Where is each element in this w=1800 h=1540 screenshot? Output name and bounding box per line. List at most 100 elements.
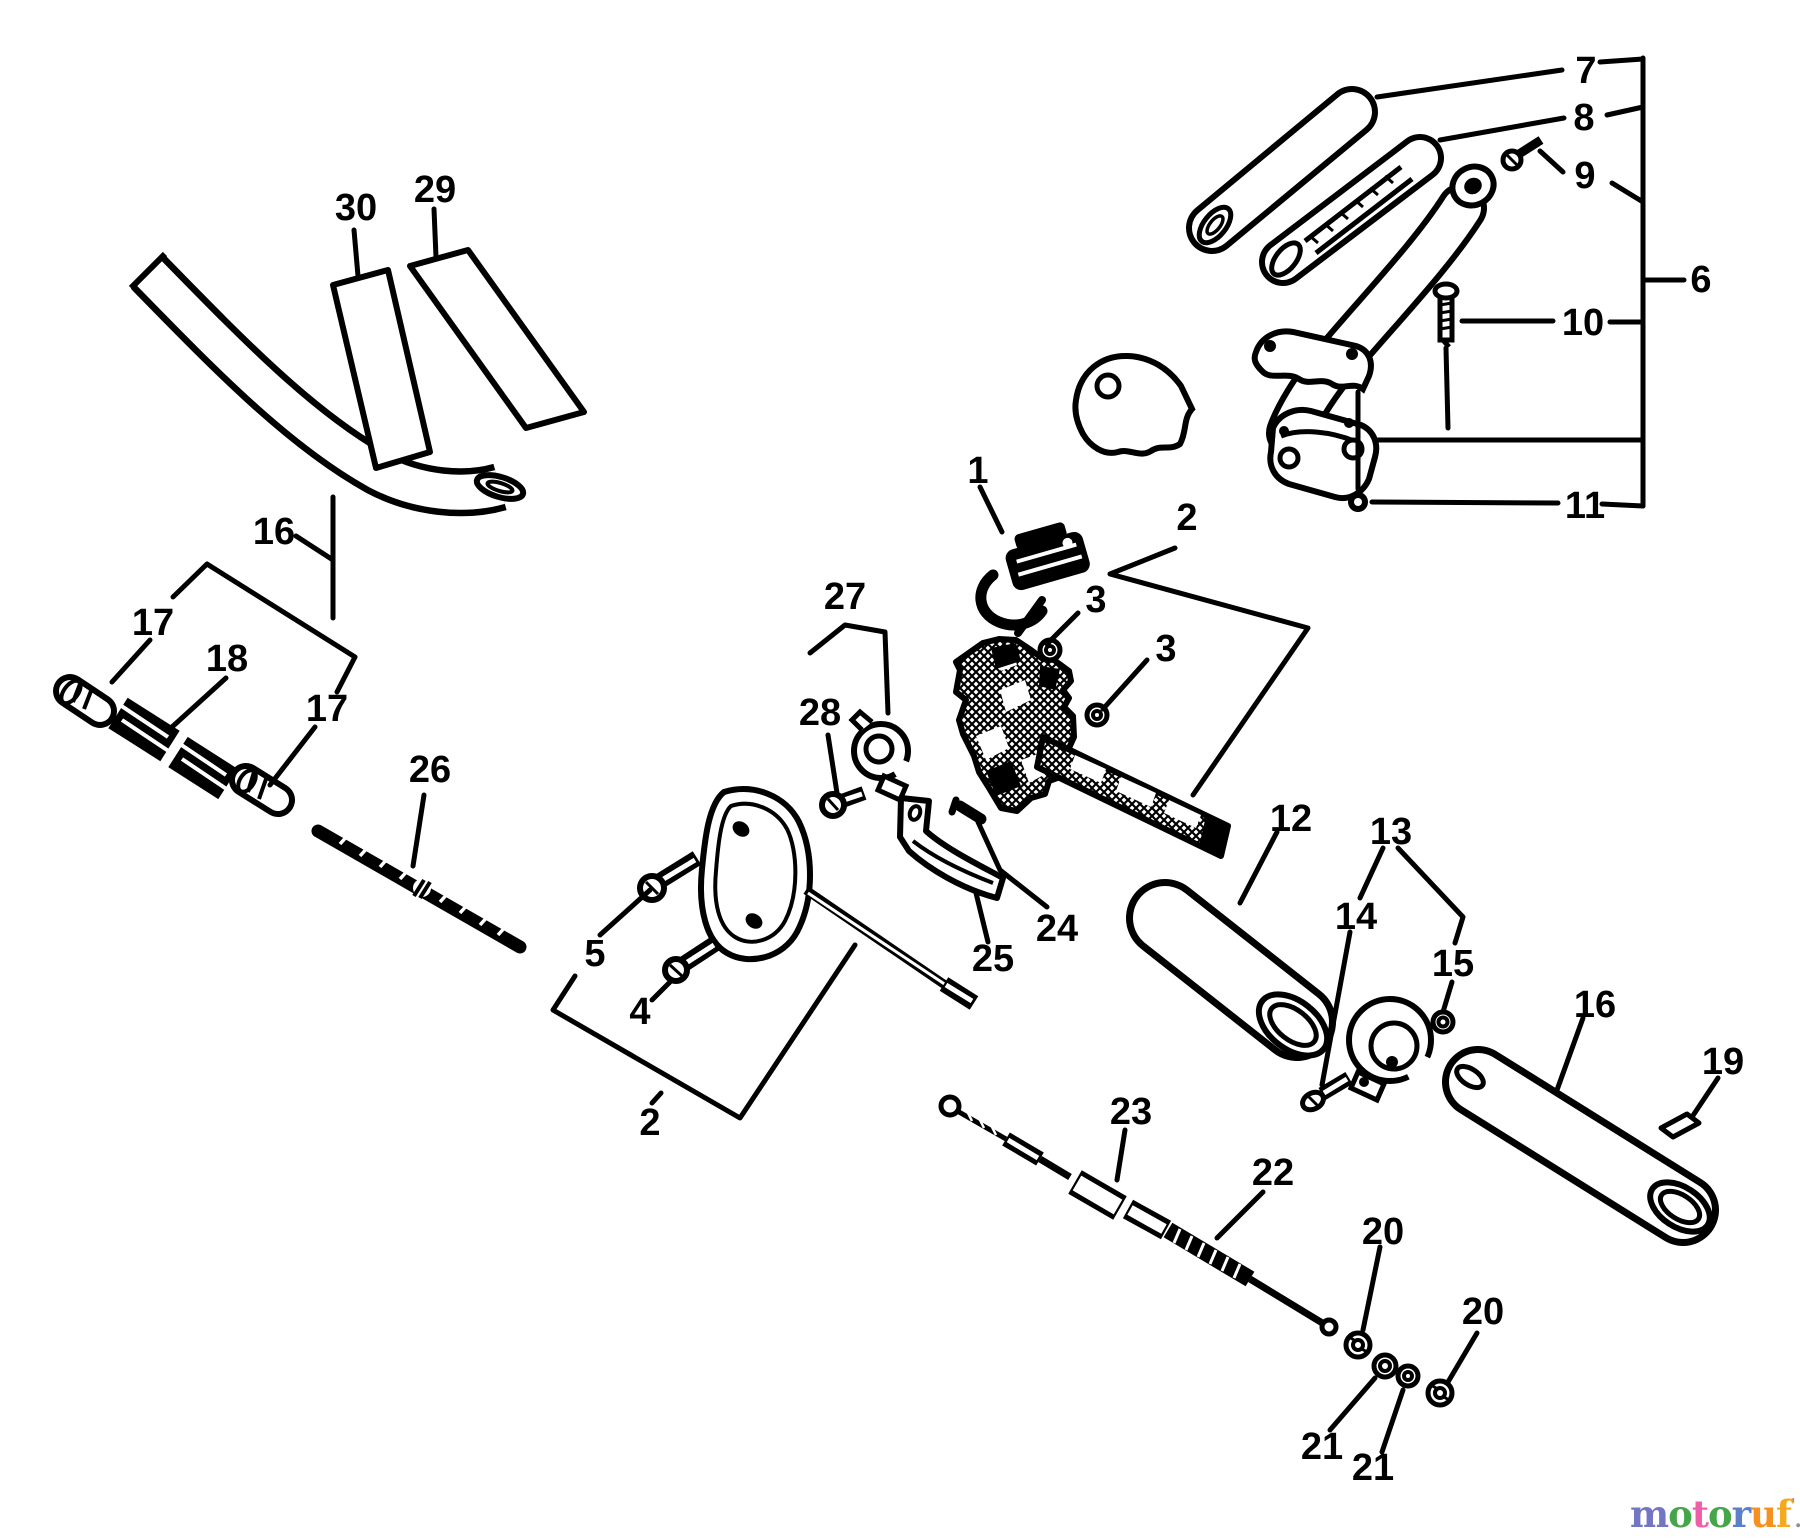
- watermark-letter: m: [1630, 1492, 1669, 1536]
- leader-15: [1440, 979, 1455, 1015]
- front-grip-part-8: [1259, 134, 1444, 286]
- leader-11: [1369, 499, 1561, 506]
- handle-mount-bracket-part: [1072, 352, 1196, 457]
- leader-14: [1319, 929, 1353, 1088]
- callout-c3b: 3: [1155, 628, 1176, 670]
- bolt-part-10: [1432, 281, 1460, 349]
- nut-part-15: [1430, 1009, 1456, 1035]
- label-sticker-part-19: [1658, 1111, 1702, 1140]
- outer-tube-part-16: [1442, 1046, 1719, 1246]
- handle-clamp-saddle-part: [1267, 407, 1380, 501]
- leader-20b: [1445, 1330, 1480, 1385]
- callout-c2b: 2: [639, 1102, 660, 1144]
- callout-c20b: 20: [1462, 1291, 1504, 1333]
- leader-tick-11: [1599, 501, 1646, 509]
- motoruf-watermark: motoruf'.de: [1630, 1492, 1800, 1536]
- callout-c23: 23: [1110, 1091, 1152, 1133]
- bracket-plate-part-2: [698, 786, 813, 963]
- leader-16b: [1554, 1015, 1586, 1093]
- flex-drive-shaft-part-26: [311, 824, 527, 954]
- leader-18: [169, 675, 229, 730]
- callout-c16b: 16: [1574, 984, 1616, 1026]
- leader-22: [1214, 1189, 1266, 1241]
- leader-12: [1237, 829, 1280, 906]
- watermark-letter: f: [1776, 1492, 1792, 1536]
- callout-c4: 4: [629, 991, 650, 1033]
- throttle-trigger-part-25: [897, 795, 1006, 901]
- pivot-pin-part-24: [948, 796, 987, 825]
- callout-c24: 24: [1036, 908, 1078, 950]
- leader-19: [1689, 1075, 1721, 1120]
- callout-c3a: 3: [1085, 579, 1106, 621]
- callout-c8: 8: [1573, 97, 1594, 139]
- leader-13-right: [1395, 845, 1466, 946]
- coupler-nut-part-17-left: [53, 674, 117, 728]
- callout-c2a: 2: [1176, 497, 1197, 539]
- screw-part-5: [637, 851, 702, 903]
- leader-2b-tick: [649, 1090, 664, 1106]
- watermark-suffix: .de: [1795, 1507, 1800, 1532]
- leader-2b: [550, 942, 858, 1121]
- callout-c6: 6: [1690, 259, 1711, 301]
- leader-5: [597, 887, 653, 938]
- callout-c27: 27: [824, 576, 866, 618]
- callout-c9: 9: [1574, 155, 1595, 197]
- grip-sticker-part-30: [330, 267, 433, 471]
- callout-c21b: 21: [1352, 1447, 1394, 1489]
- leader-21b: [1379, 1387, 1406, 1455]
- screw-part-28: [819, 786, 867, 819]
- leader-17-bracket: [170, 561, 358, 695]
- clamp-nut-part-11: [1348, 492, 1368, 512]
- leader-tick-7: [1597, 56, 1646, 65]
- watermark-word: motoruf: [1630, 1492, 1792, 1536]
- leader-4: [649, 977, 675, 1003]
- leader-13-left: [1357, 845, 1386, 901]
- watermark-letter: r: [1731, 1492, 1751, 1536]
- callout-c20a: 20: [1362, 1211, 1404, 1253]
- callout-c12: 12: [1270, 798, 1312, 840]
- watermark-letter: t: [1691, 1492, 1709, 1536]
- callout-c25: 25: [972, 938, 1014, 980]
- leader-25: [973, 890, 991, 945]
- leader-8: [1437, 115, 1567, 143]
- callout-c14: 14: [1335, 896, 1377, 938]
- coupler-nut-part-17-right: [229, 763, 295, 817]
- throttle-cable-part-23: [938, 1094, 1127, 1220]
- leader-30: [351, 227, 361, 279]
- leader-7: [1374, 67, 1565, 100]
- watermark-letter: u: [1750, 1492, 1777, 1536]
- callout-c1: 1: [967, 450, 988, 492]
- watermark-letter: o: [1668, 1492, 1693, 1536]
- callout-c21a: 21: [1301, 1426, 1343, 1468]
- leader-28: [825, 732, 840, 796]
- leader-26: [410, 792, 427, 869]
- leader-29: [431, 206, 439, 260]
- handle-clamp-upper-part: [1251, 328, 1374, 394]
- leader-tick-8: [1604, 104, 1646, 118]
- watermark-tick: ': [1790, 1495, 1795, 1513]
- callout-c10: 10: [1562, 302, 1604, 344]
- screw-part-14: [1300, 1071, 1353, 1113]
- callout-c17a: 17: [132, 602, 174, 644]
- throttle-rod-part: [803, 886, 979, 1010]
- nut-part-20-second: [1425, 1378, 1455, 1408]
- screw-part-9: [1500, 136, 1544, 172]
- leader-2a: [1107, 545, 1311, 798]
- leader-16a: [293, 533, 336, 563]
- leader-1: [977, 484, 1005, 535]
- washer-part-21-first: [1371, 1352, 1399, 1380]
- handlebar-tube-part: [128, 251, 527, 517]
- leader-3a: [1044, 610, 1081, 647]
- leader-17a: [109, 637, 153, 685]
- grip-sticker-part-29: [407, 247, 587, 431]
- callout-c26: 26: [409, 749, 451, 791]
- callout-c19: 19: [1702, 1041, 1744, 1083]
- front-grip-part-7: [1186, 86, 1378, 254]
- leader-9: [1537, 148, 1566, 175]
- callout-c13: 13: [1370, 811, 1412, 853]
- callout-c17b: 17: [306, 688, 348, 730]
- leader-line-layer: [109, 55, 1721, 1455]
- washer-part-21-second: [1395, 1363, 1421, 1389]
